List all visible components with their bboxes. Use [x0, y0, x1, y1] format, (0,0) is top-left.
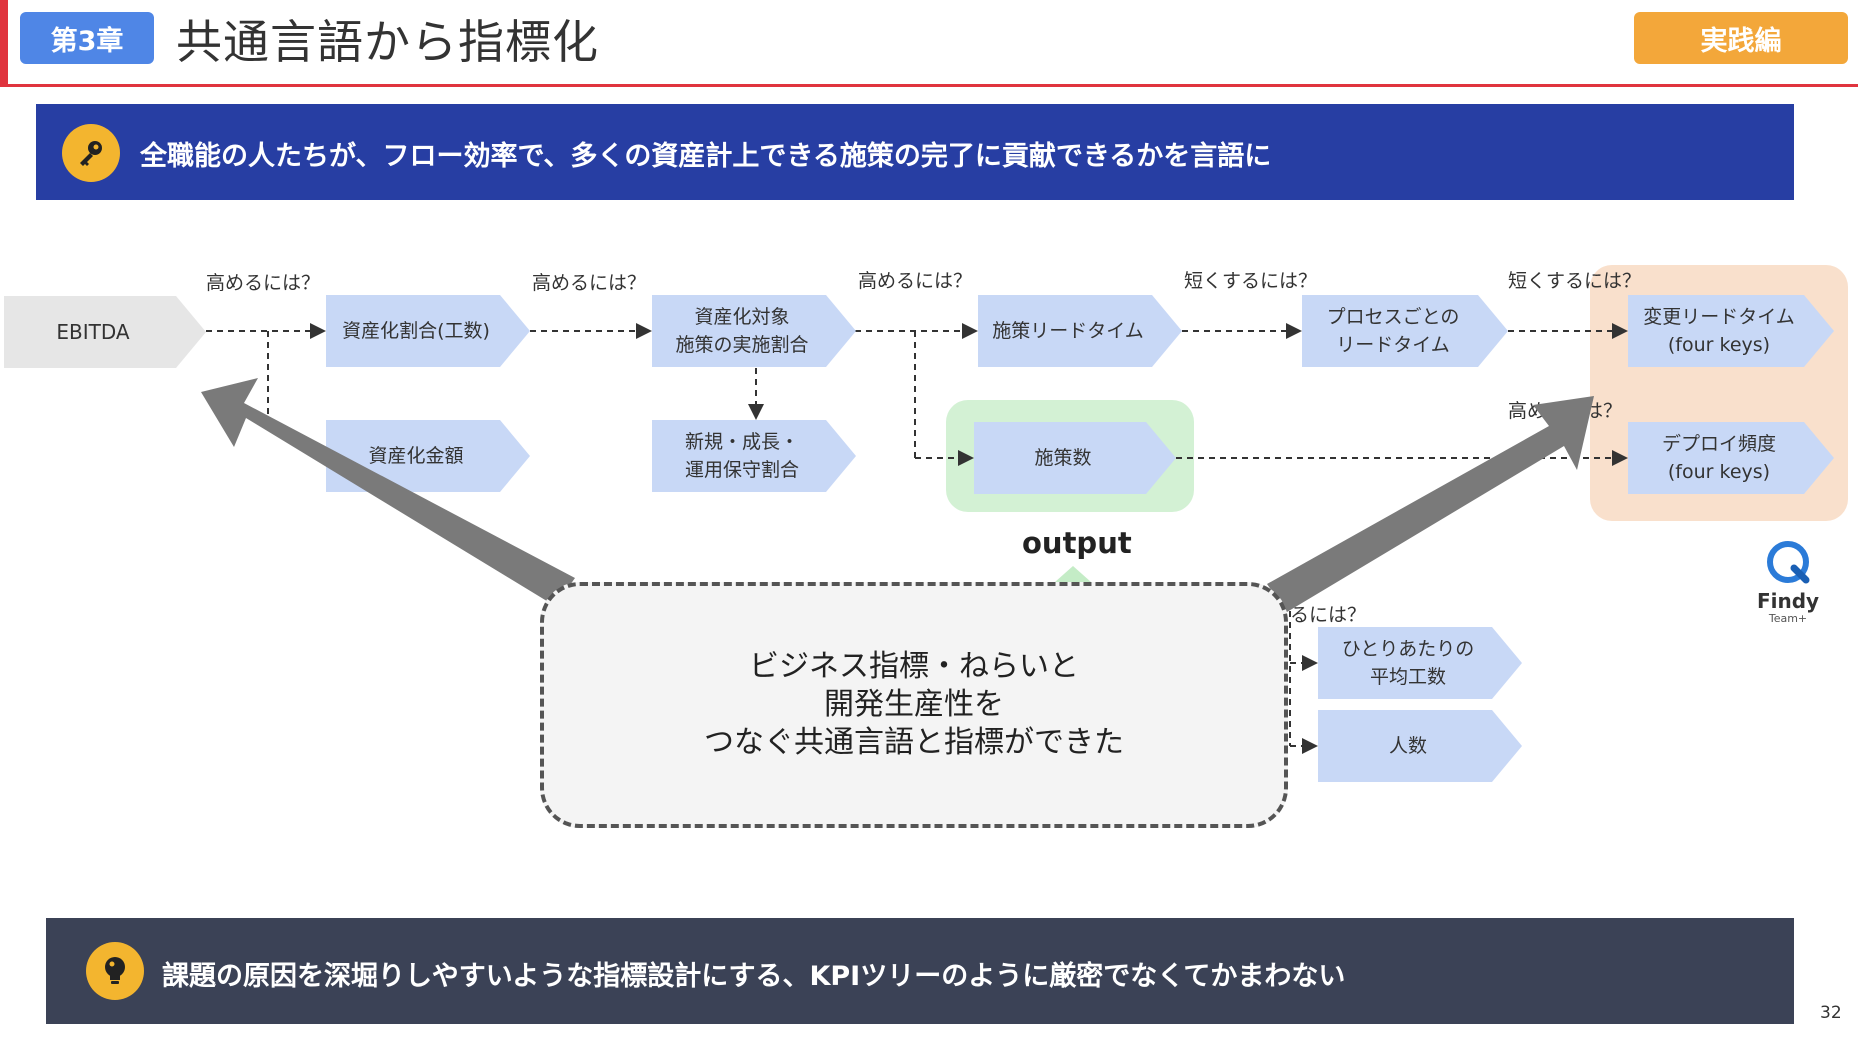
question-label: 短くするには？ [1184, 270, 1318, 292]
node-measure-count: 施策数 [974, 422, 1176, 494]
question-label: るには？ [1290, 604, 1367, 626]
node-deploy-frequency: デプロイ頻度 (four keys) [1628, 422, 1834, 494]
page-number: 32 [1820, 1003, 1842, 1023]
lightbulb-icon [86, 942, 144, 1000]
callout-text: ビジネス指標・ねらいと 開発生産性を つなぐ共通言語と指標ができた [704, 649, 1124, 760]
key-icon [62, 124, 120, 182]
node-per-person-effort: ひとりあたりの 平均工数 [1318, 627, 1522, 699]
node-headcount: 人数 [1318, 710, 1522, 782]
findy-logo: Findy Team+ [1748, 540, 1828, 625]
findy-logo-sub: Team+ [1768, 612, 1808, 625]
node-ebitda: EBITDA [4, 296, 206, 368]
findy-logo-name: Findy [1756, 589, 1820, 613]
left-big-arrow [201, 378, 575, 606]
callout-box: ビジネス指標・ねらいと 開発生産性を つなぐ共通言語と指標ができた [540, 582, 1288, 828]
question-label: 高めるには？ [858, 270, 973, 292]
bottom-banner-text: 課題の原因を深堀りしやすいような指標設計にする、KPIツリーのように厳密でなくて… [162, 961, 1346, 992]
question-label: 短くするには？ [1508, 270, 1642, 292]
page-title: 共通言語から指標化 [176, 15, 599, 69]
top-banner: 全職能の人たちが、フロー効率で、多くの資産計上できる施策の完了に貢献できるかを言… [36, 104, 1794, 200]
question-label: 高めるには？ [206, 272, 321, 294]
header-accent-bar [0, 0, 8, 86]
findy-logo-icon [1767, 541, 1810, 584]
node-capitalization-target: 資産化対象 施策の実施割合 [652, 295, 856, 367]
node-measure-lead-time: 施策リードタイム [978, 295, 1182, 367]
question-label: 高めるには？ [532, 272, 647, 294]
node-capitalization-rate: 資産化割合(工数) [326, 295, 530, 367]
node-change-lead-time: 変更リードタイム (four keys) [1628, 295, 1834, 367]
chapter-badge: 第3章 [20, 12, 154, 64]
header-divider [0, 84, 1858, 87]
output-label: output [1022, 526, 1132, 560]
right-big-arrow [1267, 396, 1594, 612]
top-banner-text: 全職能の人たちが、フロー効率で、多くの資産計上できる施策の完了に貢献できるかを言… [140, 141, 1272, 172]
practice-badge: 実践編 [1634, 12, 1848, 64]
node-process-lead-time: プロセスごとの リードタイム [1302, 295, 1508, 367]
bottom-banner: 課題の原因を深堀りしやすいような指標設計にする、KPIツリーのように厳密でなくて… [46, 918, 1794, 1024]
node-new-growth-ops: 新規・成長・ 運用保守割合 [652, 420, 856, 492]
